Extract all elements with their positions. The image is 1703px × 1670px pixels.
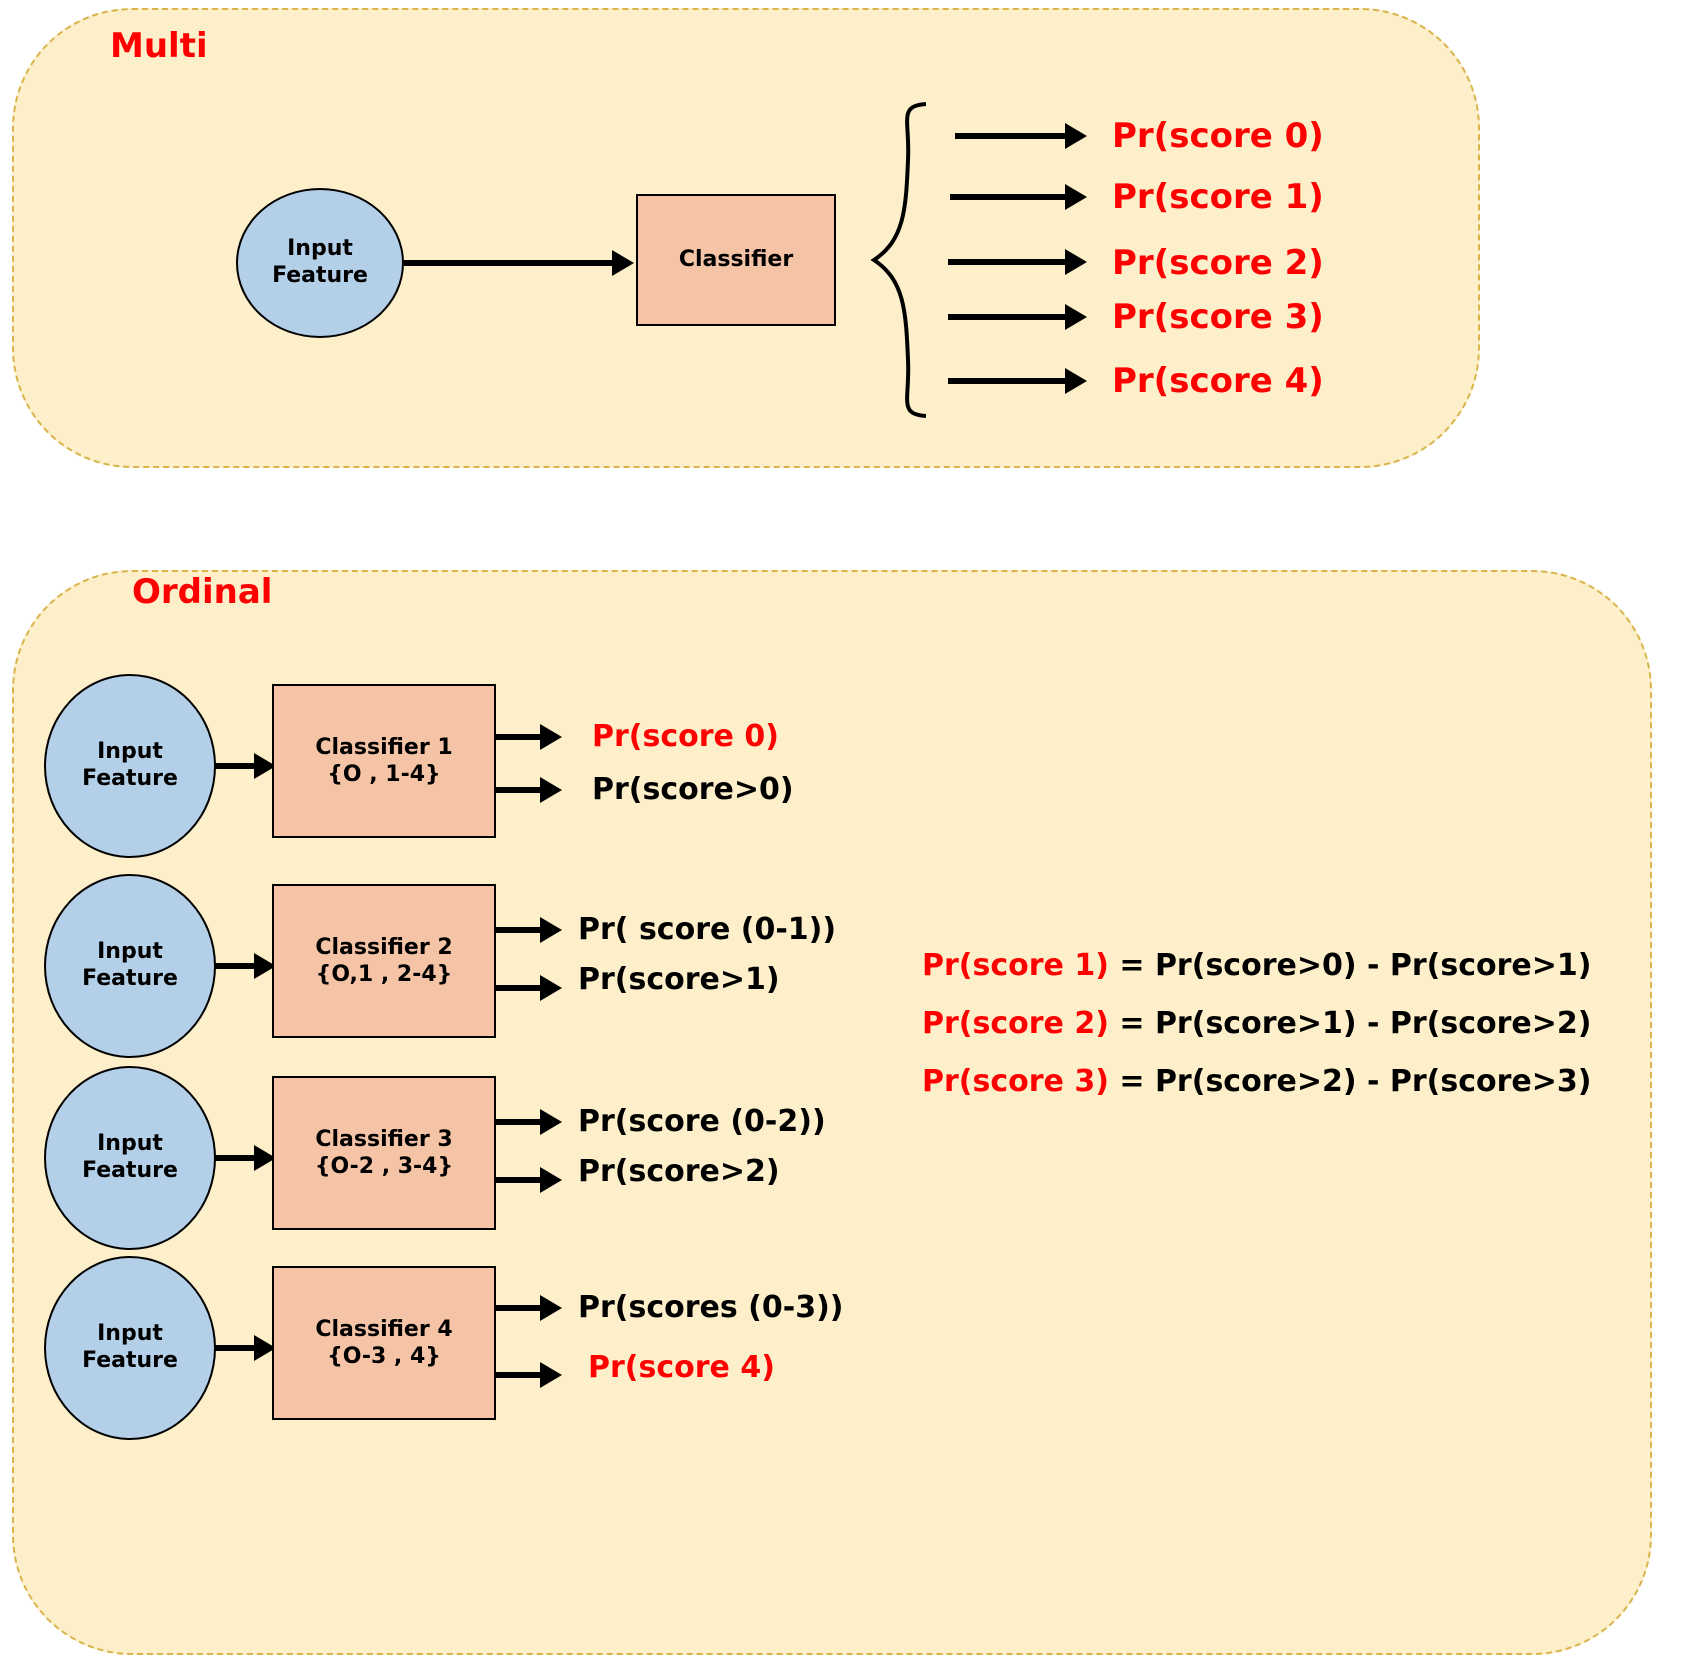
arrow-head xyxy=(540,777,562,803)
ordinal-row-2-input-line2: Feature xyxy=(82,966,178,991)
ordinal-row-4-output-bottom-label: Pr(score 4) xyxy=(588,1350,775,1385)
arrow-shaft xyxy=(214,963,254,969)
ordinal-equation-2-lhs: Pr(score 2) xyxy=(922,1006,1109,1041)
arrow-head xyxy=(254,953,276,979)
multi-input-line1: Input xyxy=(287,236,353,262)
ordinal-panel xyxy=(12,570,1652,1655)
multi-output-label-3: Pr(score 3) xyxy=(1112,297,1324,337)
multi-classifier-box: Classifier xyxy=(636,194,836,326)
arrow-head xyxy=(1065,368,1087,394)
ordinal-equation-2: Pr(score 2) = Pr(score>1) - Pr(score>2) xyxy=(922,1006,1592,1041)
arrow-head xyxy=(254,753,276,779)
arrow-head xyxy=(1065,184,1087,210)
arrow-head xyxy=(1065,123,1087,149)
ordinal-row-3-input-line2: Feature xyxy=(82,1158,178,1183)
ordinal-equation-3: Pr(score 3) = Pr(score>2) - Pr(score>3) xyxy=(922,1064,1592,1099)
ordinal-row-3-input-feature-node: Input Feature xyxy=(44,1066,216,1250)
ordinal-row-2-output-top-label: Pr( score (0-1)) xyxy=(578,912,837,947)
arrow-shaft xyxy=(955,133,1065,139)
arrow-shaft xyxy=(214,1345,254,1351)
arrow-shaft xyxy=(404,260,612,266)
arrow-shaft xyxy=(496,734,540,740)
ordinal-equation-3-lhs: Pr(score 3) xyxy=(922,1064,1109,1099)
ordinal-row-1-output-bottom-label: Pr(score>0) xyxy=(592,772,794,807)
arrow-shaft xyxy=(496,1177,540,1183)
ordinal-row-1-input-line2: Feature xyxy=(82,766,178,791)
ordinal-equation-1-lhs: Pr(score 1) xyxy=(922,948,1109,983)
ordinal-row-1-input-line1: Input xyxy=(97,739,163,765)
arrow-shaft xyxy=(496,1119,540,1125)
arrow-shaft xyxy=(948,378,1065,384)
arrow-head xyxy=(540,1295,562,1321)
arrow-head xyxy=(540,917,562,943)
arrow-shaft xyxy=(496,927,540,933)
ordinal-equation-2-rhs: = Pr(score>1) - Pr(score>2) xyxy=(1108,1006,1592,1041)
multi-output-label-0: Pr(score 0) xyxy=(1112,116,1324,156)
arrow-shaft xyxy=(496,787,540,793)
multi-panel-title: Multi xyxy=(110,26,208,66)
multi-classifier-label: Classifier xyxy=(678,247,794,273)
ordinal-row-2-classifier-line1: Classifier 2 xyxy=(315,934,453,960)
arrow-shaft xyxy=(950,194,1065,200)
ordinal-row-2-input-feature-node: Input Feature xyxy=(44,874,216,1058)
ordinal-row-1-input-feature-node: Input Feature xyxy=(44,674,216,858)
arrow-head xyxy=(540,1362,562,1388)
multi-output-brace xyxy=(870,102,927,418)
ordinal-row-3-input-line1: Input xyxy=(97,1131,163,1157)
arrow-head xyxy=(540,724,562,750)
arrow-shaft xyxy=(496,1372,540,1378)
ordinal-row-2-classifier-line2: {O,1 , 2-4} xyxy=(315,962,453,987)
arrow-head xyxy=(540,1109,562,1135)
arrow-shaft xyxy=(948,259,1065,265)
ordinal-row-1-classifier-line2: {O , 1-4} xyxy=(327,762,441,787)
ordinal-panel-title: Ordinal xyxy=(132,572,273,612)
ordinal-row-2-output-bottom-label: Pr(score>1) xyxy=(578,962,780,997)
ordinal-row-1-classifier-line1: Classifier 1 xyxy=(315,734,453,760)
ordinal-equation-3-rhs: = Pr(score>2) - Pr(score>3) xyxy=(1108,1064,1592,1099)
arrow-head xyxy=(540,975,562,1001)
ordinal-row-3-output-top-label: Pr(score (0-2)) xyxy=(578,1104,826,1139)
multi-output-label-2: Pr(score 2) xyxy=(1112,243,1324,283)
ordinal-row-3-output-bottom-label: Pr(score>2) xyxy=(578,1154,780,1189)
arrow-head xyxy=(1065,249,1087,275)
ordinal-row-4-input-line1: Input xyxy=(97,1321,163,1347)
arrow-head xyxy=(254,1335,276,1361)
multi-input-line2: Feature xyxy=(272,263,368,288)
arrow-head xyxy=(540,1167,562,1193)
ordinal-row-4-classifier-box: Classifier 4 {O-3 , 4} xyxy=(272,1266,496,1420)
ordinal-row-1-output-top-label: Pr(score 0) xyxy=(592,719,779,754)
arrow-shaft xyxy=(496,1305,540,1311)
arrow-shaft xyxy=(214,1155,254,1161)
multi-input-feature-node: Input Feature xyxy=(236,188,404,338)
ordinal-row-4-input-feature-node: Input Feature xyxy=(44,1256,216,1440)
ordinal-equation-1-rhs: = Pr(score>0) - Pr(score>1) xyxy=(1108,948,1592,983)
multi-output-label-1: Pr(score 1) xyxy=(1112,177,1324,217)
arrow-head xyxy=(254,1145,276,1171)
ordinal-row-4-classifier-line2: {O-3 , 4} xyxy=(327,1344,441,1369)
ordinal-row-4-classifier-line1: Classifier 4 xyxy=(315,1316,453,1342)
ordinal-row-3-classifier-line1: Classifier 3 xyxy=(315,1126,453,1152)
arrow-head xyxy=(1065,304,1087,330)
ordinal-equation-1: Pr(score 1) = Pr(score>0) - Pr(score>1) xyxy=(922,948,1592,983)
arrow-shaft xyxy=(948,314,1065,320)
ordinal-row-2-input-line1: Input xyxy=(97,939,163,965)
multi-output-label-4: Pr(score 4) xyxy=(1112,361,1324,401)
ordinal-row-4-output-top-label: Pr(scores (0-3)) xyxy=(578,1290,844,1325)
arrow-shaft xyxy=(214,763,254,769)
ordinal-row-1-classifier-box: Classifier 1 {O , 1-4} xyxy=(272,684,496,838)
arrow-shaft xyxy=(496,985,540,991)
ordinal-row-4-input-line2: Feature xyxy=(82,1348,178,1373)
arrow-head xyxy=(612,250,634,276)
ordinal-row-3-classifier-line2: {O-2 , 3-4} xyxy=(314,1154,454,1179)
ordinal-row-3-classifier-box: Classifier 3 {O-2 , 3-4} xyxy=(272,1076,496,1230)
ordinal-row-2-classifier-box: Classifier 2 {O,1 , 2-4} xyxy=(272,884,496,1038)
